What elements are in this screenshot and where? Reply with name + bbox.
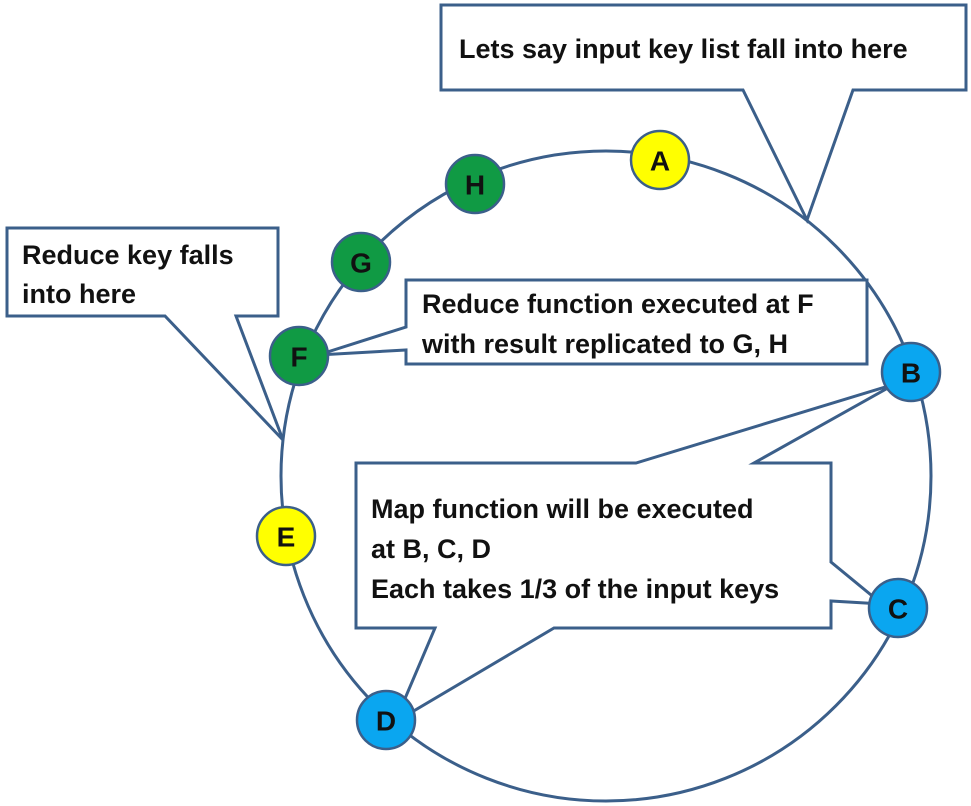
callout-map-function <box>354 382 896 726</box>
node-f-label: F <box>290 342 307 373</box>
node-b-label: B <box>901 358 921 389</box>
callout-input-key <box>439 3 968 224</box>
node-e: E <box>255 505 317 567</box>
callout-reduce-function-line-2: with result replicated to G, H <box>421 329 788 359</box>
callout-reduce-key-line-1: Reduce key falls <box>22 240 234 270</box>
node-d-label: D <box>376 706 396 737</box>
node-h-label: H <box>465 170 485 201</box>
node-c-label: C <box>888 594 908 625</box>
callout-reduce-key-line-2: into here <box>22 279 136 309</box>
callout-map-function-line-2: at B, C, D <box>371 534 491 564</box>
node-c-circle <box>867 577 929 639</box>
hash-ring <box>279 149 933 803</box>
callout-reduce-key <box>5 226 285 442</box>
node-h: H <box>444 153 506 215</box>
node-b: B <box>880 341 942 403</box>
node-g: G <box>330 231 392 293</box>
node-h-circle <box>444 153 506 215</box>
node-e-circle <box>255 505 317 567</box>
node-f-circle <box>268 325 330 387</box>
node-b-circle <box>880 341 942 403</box>
callout-reduce-function-line-1: Reduce function executed at F <box>422 289 814 319</box>
node-f: F <box>268 325 330 387</box>
node-c: C <box>867 577 929 639</box>
node-g-circle <box>330 231 392 293</box>
callout-map-function-line-3: Each takes 1/3 of the input keys <box>371 574 779 604</box>
node-d: D <box>355 689 417 751</box>
callout-reduce-function <box>317 278 869 366</box>
node-a: A <box>629 129 691 191</box>
node-d-circle <box>355 689 417 751</box>
node-a-label: A <box>650 146 670 177</box>
callout-input-key-line-1: Lets say input key list fall into here <box>459 34 908 64</box>
node-a-circle <box>629 129 691 191</box>
node-g-label: G <box>350 248 372 279</box>
node-e-label: E <box>277 522 296 553</box>
callout-map-function-line-1: Map function will be executed <box>371 494 754 524</box>
